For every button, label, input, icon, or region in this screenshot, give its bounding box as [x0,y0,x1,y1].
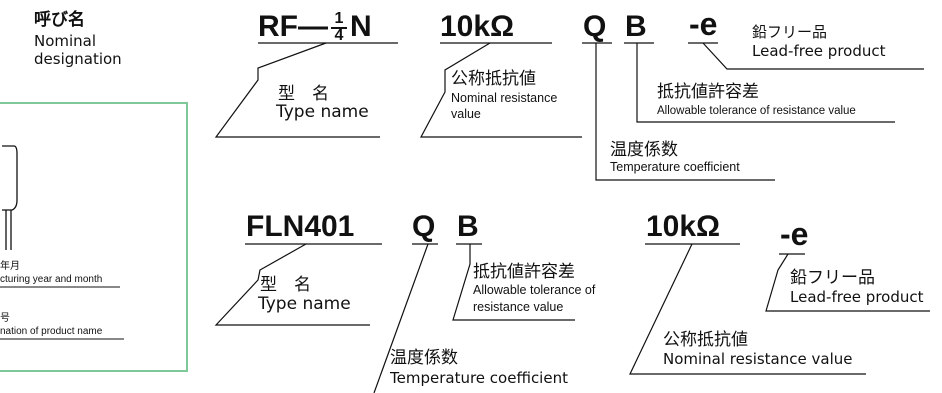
mfg-date-label-jp: 年月 [0,261,20,272]
row2-type-code: FLN401 [246,210,355,243]
row1-e-code: -e [689,6,718,42]
row1-type-name-jp: 型 名 [278,84,329,104]
row2-leadfree-jp: 鉛フリー品 [790,268,875,288]
row1-frac-num: 1 [334,10,344,27]
product-name-label-en: nation of product name [0,326,103,337]
mfg-date-label-en: cturing year and month [0,274,103,285]
row2-nominal-res-jp: 公称抵抗値 [663,330,748,350]
row1-tolerance-jp: 抵抗値許容差 [657,82,759,102]
row2-b-code: B [457,210,479,243]
row1-leadfree-jp: 鉛フリー品 [752,23,828,41]
header-label-en-1: Nominal [34,32,97,50]
row1-type-name-en: Type name [276,102,369,122]
row1-type-prefix: RF— [258,10,328,43]
row1-b-code: B [625,10,647,43]
row1-tolerance-en: Allowable tolerance of resistance value [657,105,856,117]
row1-q-code: Q [583,10,607,43]
resistor-drawing [0,145,124,340]
header-label-jp: 呼び名 [34,10,85,30]
row2-temp-coef-en: Temperature coefficient [390,369,568,387]
row2-type-name-jp: 型 名 [260,275,311,295]
row2-tolerance-en-1: Allowable tolerance of [473,283,596,297]
row2-type-name-en: Type name [258,294,351,314]
row1-nominal-res-en-2: value [451,107,481,121]
product-marking-panel: 年月 cturing year and month 号 nation of pr… [0,102,188,372]
row1-resistance-code: 10kΩ [440,10,515,43]
header-label-en-2: designation [34,50,122,68]
row2-tolerance-jp: 抵抗値許容差 [473,262,575,282]
row1-frac-den: 4 [334,27,344,44]
row1-nominal-res-jp: 公称抵抗値 [451,69,536,89]
row1-temp-coef-en: Temperature coefficient [610,160,740,174]
row1-type-suffix: N [350,10,372,43]
row1-nominal-res-en-1: Nominal resistance [451,91,558,105]
row2-e-code: -e [780,216,809,252]
row2-q-code: Q [412,210,436,243]
row1-temp-coef-jp: 温度係数 [610,140,678,160]
row2-tolerance-en-2: resistance value [473,300,564,314]
row2-temp-coef-jp: 温度係数 [390,348,458,368]
row2-nominal-res-en: Nominal resistance value [663,350,853,368]
product-name-label-jp: 号 [0,313,10,324]
row1-leadfree-en: Lead-free product [752,42,886,60]
row2-resistance-code: 10kΩ [646,210,721,243]
row2-leadfree-en: Lead-free product [790,288,924,306]
